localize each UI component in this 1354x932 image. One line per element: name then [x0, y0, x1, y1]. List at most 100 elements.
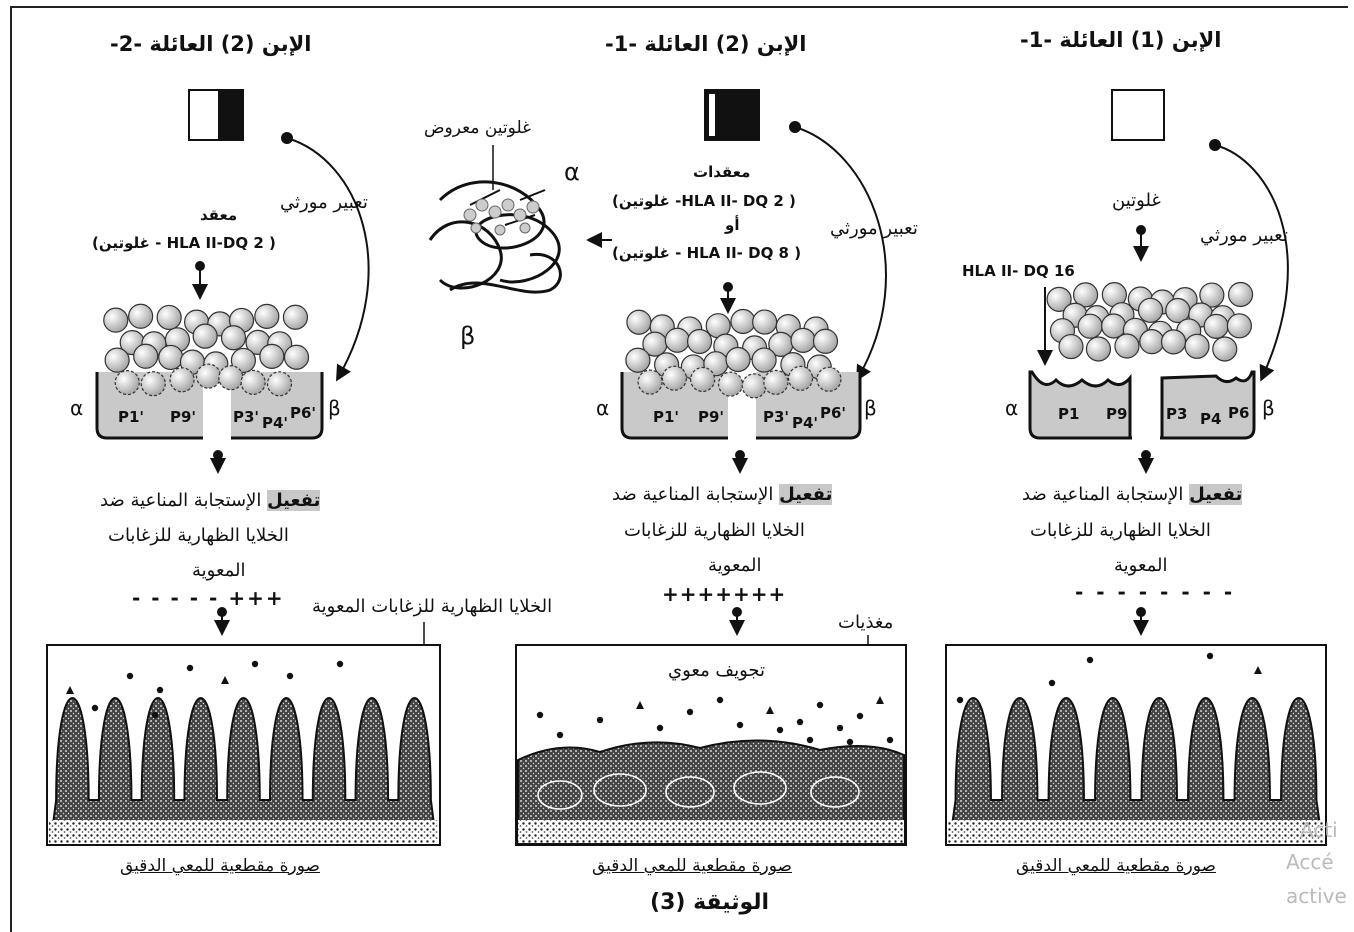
- gluten-ball: [1229, 283, 1253, 307]
- protein-beta: β: [460, 322, 475, 350]
- gluten-ball: [764, 370, 788, 394]
- beta-son2-fam2: β: [328, 396, 341, 420]
- expression-label-son2-fam2: تعبير مورثي: [280, 192, 368, 213]
- caption-son2-fam1: صورة مقطعية للمعي الدقيق: [592, 856, 792, 876]
- nutrient-particle: [1207, 653, 1213, 659]
- pocket-p3-son2-fam2: P3': [233, 408, 259, 426]
- gluten-ball: [241, 370, 265, 394]
- gluten-cluster-son1: [1047, 283, 1252, 361]
- gluten-ball: [157, 305, 181, 329]
- nutrients-label: مغذيات: [838, 612, 893, 633]
- complex-title-son2-fam1: معقدات: [693, 163, 750, 181]
- pocket-p6-son2-fam2: P6': [290, 404, 316, 422]
- gluten-ball: [753, 310, 777, 334]
- complex-line2-son2-fam1: ( HLA II- DQ 8 - غلوتين): [612, 244, 801, 262]
- watermark-line3: active: [1286, 884, 1347, 908]
- tissue-panel-son1: [946, 645, 1326, 845]
- gluten-ball: [1115, 334, 1139, 358]
- nutrient-particle: [127, 673, 133, 679]
- gluten-ball: [1213, 337, 1237, 361]
- pocket-p4-son2-fam1: P4': [792, 414, 818, 432]
- beta-son2-fam1: β: [864, 396, 877, 420]
- gluten-label-son1: غلوتين: [1112, 190, 1161, 211]
- nutrient-particle: [597, 717, 603, 723]
- pocket-p9-son2-fam1: P9': [698, 408, 724, 426]
- gluten-ball: [627, 310, 651, 334]
- response-line3-son2-fam1: المعوية: [708, 555, 762, 576]
- gluten-ball: [267, 372, 291, 396]
- lumen-label: تجويف معوي: [668, 660, 765, 681]
- signs-son2-fam2: - - - - - +++: [132, 586, 285, 610]
- gluten-ball: [1078, 314, 1102, 338]
- pocket-p4-son2-fam2: P4': [262, 414, 288, 432]
- nutrient-particle: [687, 709, 693, 715]
- gluten-cluster-son2-fam1: [626, 309, 841, 397]
- nutrient-particle: [1049, 680, 1055, 686]
- gluten-ball: [662, 366, 686, 390]
- gluten-ball: [285, 345, 309, 369]
- gluten-ball: [104, 308, 128, 332]
- expression-label-son1: تعبير مورثي: [1200, 225, 1288, 246]
- pocket-p4-son1: P4: [1200, 410, 1221, 428]
- nutrient-particle: [887, 737, 893, 743]
- complex-or-son2-fam1: أو: [725, 216, 739, 234]
- alpha-son1: α: [1005, 396, 1018, 420]
- nutrient-particle: [287, 673, 293, 679]
- response-line3-son2-fam2: المعوية: [192, 560, 246, 581]
- gluten-cluster-son2-fam2: [104, 304, 309, 396]
- gluten-ball: [665, 328, 689, 352]
- watermark-line1: Acti: [1300, 818, 1338, 842]
- nutrient-particle: [857, 713, 863, 719]
- signs-son1: - - - - - - - -: [1075, 580, 1235, 604]
- complex-title-son2-fam2: معقد: [200, 206, 237, 224]
- gluten-ball: [1102, 314, 1126, 338]
- title-son2-fam1: الإبن (2) العائلة -1-: [605, 32, 806, 56]
- watermark-line2: Accé: [1286, 850, 1334, 874]
- pocket-p6-son2-fam1: P6': [820, 404, 846, 422]
- pocket-p1-son2-fam1: P1': [653, 408, 679, 426]
- gluten-ball: [105, 348, 129, 372]
- response-son2-fam1: تفعيل الإستجابة المناعية ضد: [612, 484, 832, 505]
- gluten-ball: [115, 371, 139, 395]
- gluten-ball: [719, 372, 743, 396]
- gluten-ball: [691, 367, 715, 391]
- epithelial-label: الخلايا الظهارية للزغابات المعوية: [312, 596, 552, 617]
- nutrient-particle: [807, 737, 813, 743]
- pocket-p1-son2-fam2: P1': [118, 408, 144, 426]
- gluten-ball: [1227, 314, 1251, 338]
- gluten-ball: [1059, 335, 1083, 359]
- pocket-p9-son1: P9: [1106, 405, 1127, 423]
- nutrient-particle: [152, 712, 158, 718]
- beta-son1: β: [1262, 396, 1275, 420]
- gluten-ball: [688, 329, 712, 353]
- nutrient-particle: [717, 697, 723, 703]
- gluten-ball: [219, 366, 243, 390]
- gluten-ball: [789, 366, 813, 390]
- pocket-p3-son2-fam1: P3': [763, 408, 789, 426]
- nutrient-particle: [797, 719, 803, 725]
- gluten-ball: [817, 367, 841, 391]
- gluten-ball: [193, 324, 217, 348]
- gluten-ball: [1162, 330, 1186, 354]
- gluten-ball: [726, 347, 750, 371]
- signs-son2-fam1: +++++++: [662, 582, 786, 606]
- gluten-ball: [791, 328, 815, 352]
- gluten-ball: [731, 309, 755, 333]
- gluten-ball: [134, 344, 158, 368]
- caption-son1: صورة مقطعية للمعي الدقيق: [1016, 856, 1216, 876]
- nutrient-particle: [157, 687, 163, 693]
- gluten-ball: [141, 372, 165, 396]
- tissue-panel-son2-fam2: [47, 645, 440, 845]
- nutrient-particle: [737, 722, 743, 728]
- hla-label-son1: HLA II- DQ 16: [962, 262, 1075, 280]
- nutrient-particle: [337, 661, 343, 667]
- gluten-ball: [626, 348, 650, 372]
- alpha-son2-fam1: α: [596, 396, 609, 420]
- gluten-ball: [1086, 337, 1110, 361]
- expression-label-son2-fam1: تعبير مورثي: [830, 218, 918, 239]
- gluten-ball: [170, 368, 194, 392]
- gluten-ball: [742, 374, 766, 398]
- nutrient-particle: [187, 665, 193, 671]
- pocket-p9-son2-fam2: P9': [170, 408, 196, 426]
- complex-line1-son2-fam2: ( HLA II-DQ 2 - غلوتين): [92, 234, 276, 252]
